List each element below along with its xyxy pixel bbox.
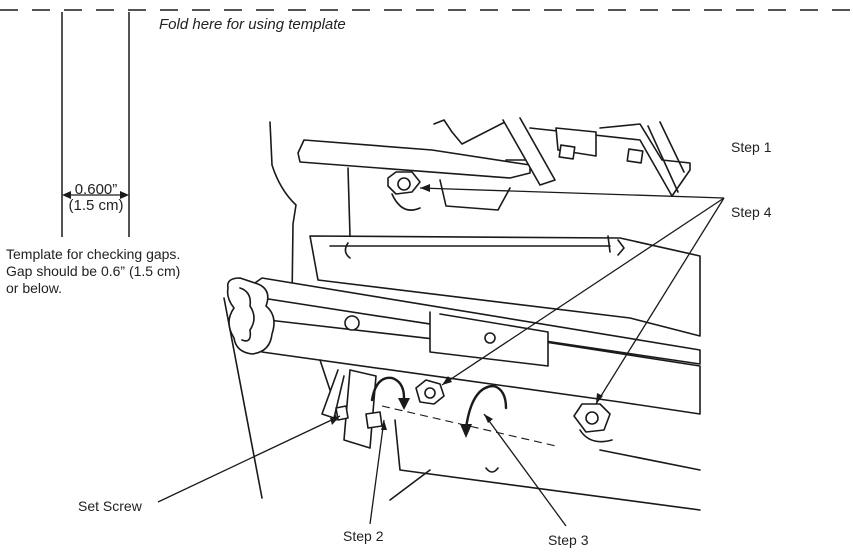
template-note-line3: or below.: [6, 280, 63, 296]
measurement-cm: (1.5 cm): [68, 197, 124, 214]
callout-step2: Step 2: [343, 528, 384, 544]
printhead-assembly: [223, 117, 701, 511]
callout-step1: Step 1: [731, 139, 772, 155]
template-note-line2: Gap should be 0.6” (1.5 cm): [6, 263, 181, 279]
template-note-line1: Template for checking gaps.: [6, 246, 181, 262]
callout-step3: Step 3: [548, 532, 589, 548]
rotation-arrows: [370, 376, 508, 430]
callout-step4: Step 4: [731, 204, 772, 220]
alignment-line: [381, 405, 557, 447]
step2-arrow-head: [398, 398, 410, 410]
leader-arrowheads: [330, 184, 603, 430]
gap-template: [61, 12, 130, 237]
fold-label: Fold here for using template: [159, 16, 346, 33]
leader-lines: [157, 187, 725, 527]
step3-arrow-head: [460, 424, 472, 438]
measurement-inches: 0.600”: [74, 181, 118, 198]
callout-set-screw: Set Screw: [78, 498, 142, 514]
arrow-right-head: [120, 191, 129, 199]
arrow-left-head: [62, 191, 71, 199]
